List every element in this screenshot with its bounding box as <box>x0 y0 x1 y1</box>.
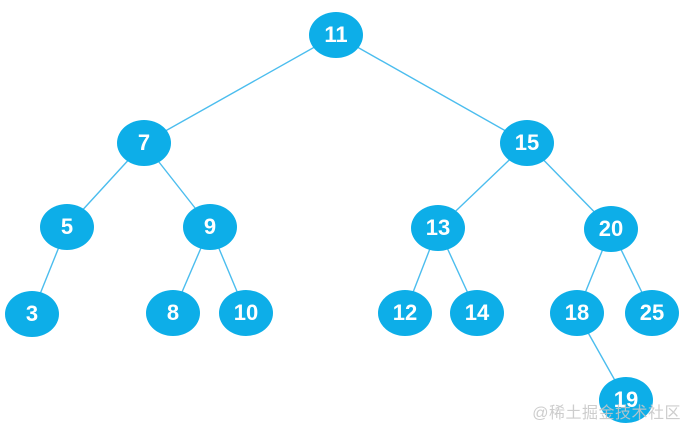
tree-node-18: 18 <box>550 290 604 336</box>
tree-node-3: 3 <box>5 291 59 337</box>
tree-node-5: 5 <box>40 204 94 250</box>
edge-11-15 <box>335 34 528 144</box>
tree-node-14: 14 <box>450 290 504 336</box>
tree-node-13: 13 <box>411 205 465 251</box>
tree-node-25: 25 <box>625 290 679 336</box>
tree-node-15: 15 <box>500 120 554 166</box>
tree-node-11: 11 <box>309 12 363 58</box>
tree-node-12: 12 <box>378 290 432 336</box>
tree-node-9: 9 <box>183 204 237 250</box>
tree-node-8: 8 <box>146 290 200 336</box>
tree-node-7: 7 <box>117 120 171 166</box>
tree-node-20: 20 <box>584 206 638 252</box>
edge-11-7 <box>143 34 337 144</box>
tree-node-10: 10 <box>219 290 273 336</box>
watermark: @稀土掘金技术社区 <box>532 405 681 422</box>
tree-node-19: 19 <box>599 377 653 423</box>
